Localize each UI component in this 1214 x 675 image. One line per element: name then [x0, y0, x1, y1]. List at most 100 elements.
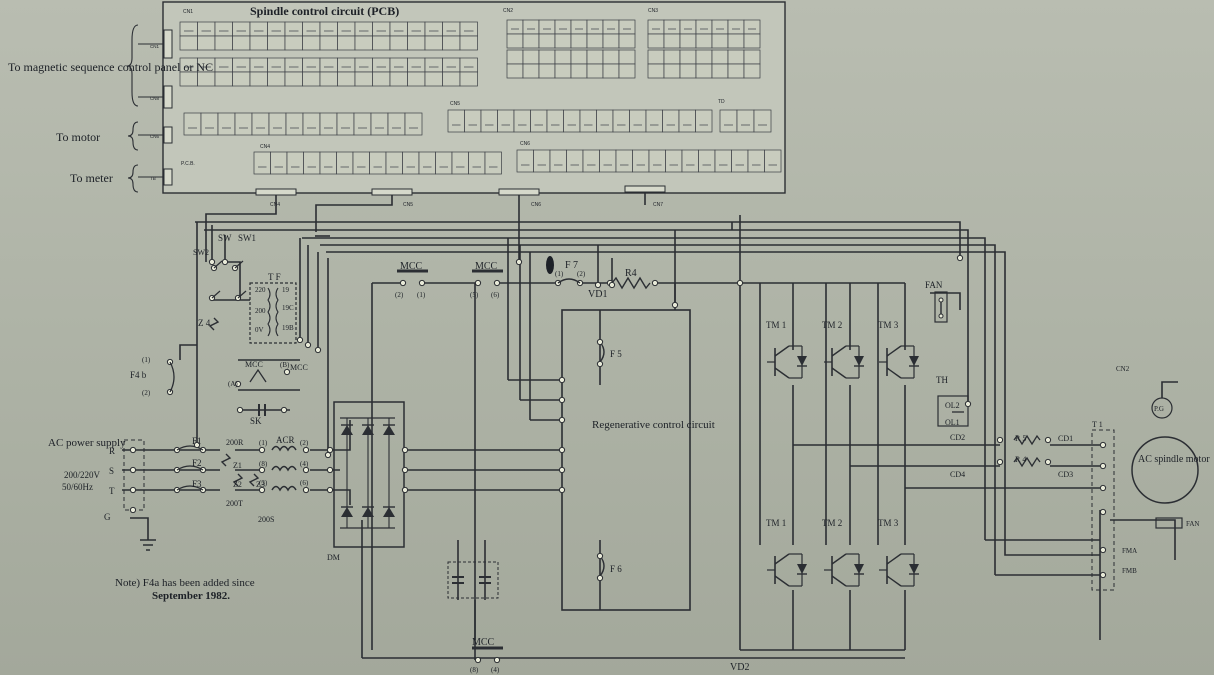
cn2-row-b — [506, 33, 636, 49]
cn3-row-d — [647, 63, 761, 79]
svg-text:19C: 19C — [282, 304, 294, 312]
terminal-point — [474, 656, 482, 664]
cn7-row-cell — [582, 149, 600, 173]
z2-label: Z2 — [233, 480, 242, 489]
tm1-top-collector — [774, 345, 790, 357]
cn2-row-a-cell — [554, 19, 572, 35]
ol2-label: OL2 — [945, 401, 960, 410]
resistor-r4 — [611, 276, 651, 290]
terminal-point — [515, 258, 523, 266]
fan-term — [938, 297, 944, 303]
fuse-f4b — [169, 361, 175, 393]
cn4-row-cell — [435, 151, 453, 175]
cn6-row-cell — [447, 109, 465, 133]
terminal-point — [129, 506, 137, 514]
tm1-bottom-collector — [774, 553, 790, 565]
cn6-row-cell — [579, 109, 597, 133]
td-label: TD — [718, 99, 725, 105]
phase-g-label: G — [104, 512, 111, 522]
fuse-f1 — [176, 445, 204, 451]
tm1-bottom-label: TM 1 — [766, 518, 786, 528]
cn1-row-bottom-2-cell — [442, 71, 461, 87]
power-label: AC power supply — [48, 437, 126, 449]
cn1-row-top-cell — [179, 21, 198, 37]
terminal-point — [996, 458, 1004, 466]
svg-text:(6): (6) — [491, 291, 500, 299]
cn1-row-top-2-cell — [302, 35, 321, 51]
cn3-row-b-cell — [711, 33, 729, 49]
terminal-point — [193, 441, 201, 449]
cn7-row-cell — [731, 149, 749, 173]
terminal-point — [956, 254, 964, 262]
cn8-row-cell — [319, 112, 338, 136]
cn1-row-top-cell — [284, 21, 303, 37]
cn2-row-b-cell — [522, 33, 540, 49]
cd3-label: CD3 — [1058, 470, 1073, 479]
r4b-label: R 4 — [1015, 455, 1026, 464]
terminal-point — [326, 446, 334, 454]
cn2-motor-label: CN2 — [1116, 365, 1130, 373]
phase-t-label: T — [109, 486, 115, 496]
cn1-row-top-2 — [179, 35, 478, 51]
terminal-point — [1099, 571, 1107, 579]
cn2-row-d-cell — [618, 63, 636, 79]
cn2-row-a-cell — [522, 19, 540, 35]
acr-label: ACR — [276, 435, 295, 445]
terminal-point — [401, 446, 409, 454]
terminal-block-t1 — [1091, 429, 1115, 591]
tm2-top-collector — [831, 345, 847, 357]
terminal-point — [1099, 484, 1107, 492]
cn2-row-b-cell — [538, 33, 556, 49]
terminal-point — [129, 446, 137, 454]
svg-text:(1): (1) — [142, 356, 151, 364]
switch-blade-2 — [234, 260, 244, 269]
cn7-row-cell — [549, 149, 567, 173]
cn2-row-d-cell — [554, 63, 572, 79]
cn3-row-b-cell — [695, 33, 713, 49]
cn8-row-cell — [370, 112, 389, 136]
cn2-row-b-cell — [602, 33, 620, 49]
cn8-row-cell — [336, 112, 355, 136]
cn1-row-top-2-cell — [372, 35, 391, 51]
cn4-row-cell — [253, 151, 271, 175]
terminal-point — [964, 400, 972, 408]
svg-text:0V: 0V — [255, 326, 264, 334]
varistor-z2 — [232, 473, 244, 487]
fuse-f7 — [557, 278, 581, 284]
cn1-row-top-cell — [354, 21, 373, 37]
cn1-row-bottom-2-cell — [354, 71, 373, 87]
cn1-row-top-2-cell — [284, 35, 303, 51]
cn2-row-a-cell — [586, 19, 604, 35]
sw-label: SW — [218, 233, 232, 243]
cn7-row-cell — [516, 149, 534, 173]
terminal-point — [1099, 462, 1107, 470]
tm2-top-emitter — [831, 367, 847, 379]
cn1-row-top-cell — [424, 21, 443, 37]
svg-text:CN1: CN1 — [150, 44, 159, 49]
svg-text:(5): (5) — [470, 291, 479, 299]
terminal-point — [1044, 436, 1052, 444]
cn2-row-c-cell — [522, 49, 540, 65]
cn1-row-bottom-cell — [424, 57, 443, 73]
cn3-row-c-cell — [727, 49, 745, 65]
regen-label: Regenerative control circuit — [592, 419, 715, 431]
thermal-box — [937, 395, 969, 427]
cn1-row-bottom-cell — [232, 57, 251, 73]
cn7-row-cell — [533, 149, 551, 173]
cn1-row-top-2-cell — [319, 35, 338, 51]
terminal-point — [302, 466, 310, 474]
cn6-row-cell — [563, 109, 581, 133]
cn6-row-cell — [480, 109, 498, 133]
cn1-row-bottom-cell — [407, 57, 426, 73]
terminal-point — [558, 396, 566, 404]
tm3-bottom-collector — [886, 553, 902, 565]
cn1-row-bottom-cell — [214, 57, 233, 73]
svg-text:CN5: CN5 — [403, 202, 413, 208]
svg-text:TB: TB — [150, 176, 156, 181]
cn3-row-b-cell — [743, 33, 761, 49]
terminal-point — [258, 486, 266, 494]
transformer-tf — [249, 282, 297, 344]
cn6-row-cell — [546, 109, 564, 133]
cn1-row-top-2-cell — [337, 35, 356, 51]
